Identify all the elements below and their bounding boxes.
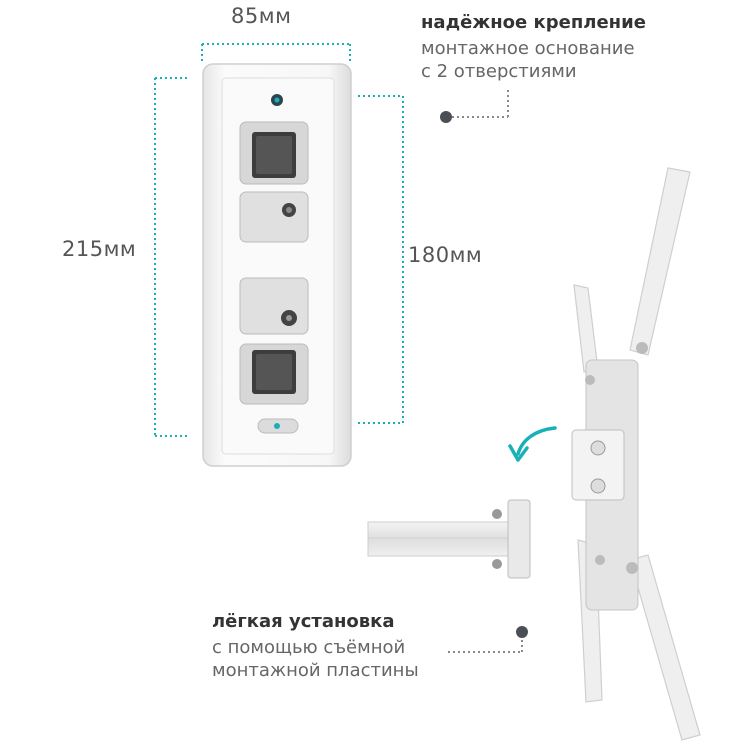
mount-arm (367, 521, 519, 557)
dimension-lines (154, 43, 404, 437)
tv-mount (367, 167, 701, 741)
slot-3 (239, 277, 309, 335)
feature-top-line1: монтажное основание (421, 38, 635, 59)
feature-bottom-title: лёгкая установка (212, 611, 395, 632)
bracket-bar-bottom-right (629, 554, 701, 741)
bracket-bar-top-right (629, 167, 691, 356)
feature-top-title: надёжное крепление (421, 12, 646, 33)
callout-bottom (448, 626, 528, 653)
feature-top-line2: с 2 отверстиями (421, 61, 577, 82)
height-holes-label: 180мм (408, 243, 483, 267)
callout-dot-icon (440, 111, 452, 123)
slot-1 (239, 121, 309, 185)
slot-2 (239, 191, 309, 243)
callout-dot-icon (516, 626, 528, 638)
bracket-bar-top-left (573, 284, 599, 373)
wall-plate (202, 63, 352, 467)
feature-bottom-line1: с помощью съёмной (212, 637, 406, 658)
slot-4 (239, 343, 309, 405)
width-label: 85мм (231, 4, 292, 28)
height-total-label: 215мм (62, 237, 137, 261)
curved-arrow-icon (508, 426, 557, 462)
feature-bottom-line2: монтажной пластины (212, 660, 419, 681)
callout-top (440, 88, 509, 123)
